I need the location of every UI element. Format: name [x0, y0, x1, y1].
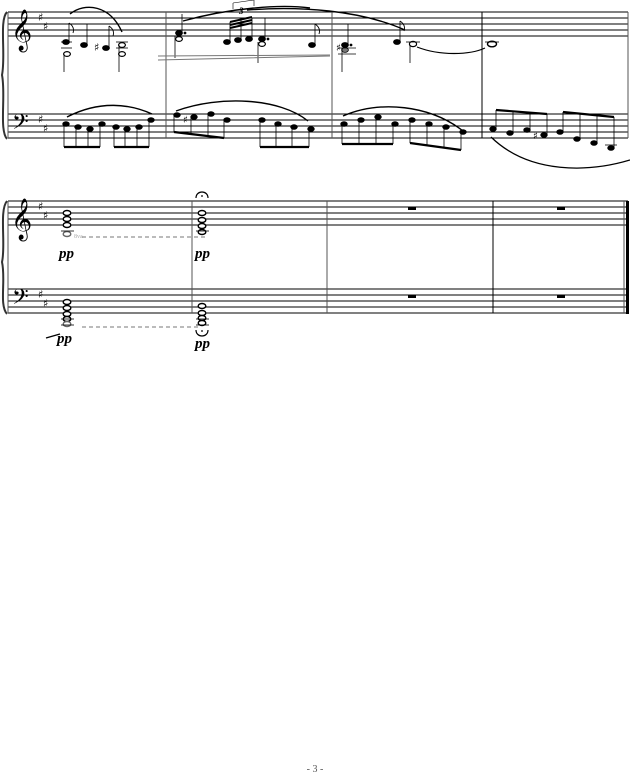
svg-text:8va: 8va [74, 234, 83, 240]
measure-1-treble: ♯ [61, 6, 128, 72]
svg-text:♯: ♯ [533, 131, 538, 142]
system-1: 𝄞 𝄢 ♯ ♯ ♯ ♯ ♯ [0, 0, 630, 169]
measure-4-treble [485, 40, 499, 48]
whole-rest-icon [557, 207, 565, 210]
treble-clef-icon: 𝄞 [11, 198, 32, 241]
treble-staff-lines [8, 11, 628, 37]
treble-clef-icon: 𝄞 [11, 9, 32, 52]
fermata-icon [195, 191, 209, 199]
bass-clef-icon: 𝄢 [12, 285, 29, 315]
svg-text:♯: ♯ [94, 41, 99, 54]
key-signature-sharps-icon: ♯ [43, 122, 48, 135]
system-2: 𝄞 𝄢 ♯ ♯ ♯ ♯ 8va pp pp [0, 191, 629, 352]
tuplet-bracket: 3 [232, 0, 255, 16]
measure-1-bass [62, 104, 155, 149]
key-signature-sharps-icon: ♯ [38, 200, 43, 213]
dynamic-pp: pp [193, 246, 211, 262]
fermata-icon [195, 329, 209, 337]
page-number: - 3 - [306, 764, 324, 775]
measure-2-treble: 3 [157, 0, 406, 63]
barlines [7, 201, 625, 313]
measure-6 [195, 191, 209, 337]
key-signature-sharps-icon: ♯ [38, 288, 43, 301]
tuplet-label: 3 [238, 6, 244, 16]
key-signature-sharps-icon: ♯ [38, 11, 43, 24]
measure-3-treble: ♯ [336, 20, 486, 72]
whole-rest-icon [408, 207, 416, 210]
brace-icon [0, 200, 8, 315]
key-signature-sharps-icon: ♯ [43, 20, 48, 33]
bass-staff-lines [8, 288, 628, 314]
dynamic-pp: pp [193, 336, 211, 352]
measure-5: 8va [45, 209, 205, 339]
svg-text:♯: ♯ [183, 115, 188, 126]
measure-3-bass [340, 106, 467, 152]
dynamic-pp: pp [55, 331, 73, 347]
brace-icon [0, 11, 8, 140]
svg-text:♯: ♯ [336, 43, 341, 54]
measure-4-bass: ♯ [489, 108, 630, 169]
final-barline [626, 201, 629, 314]
treble-staff-lines [8, 200, 628, 226]
barlines [7, 12, 629, 138]
measure-2-bass: ♯ [173, 100, 315, 149]
whole-rest-icon [408, 295, 416, 298]
key-signature-sharps-icon: ♯ [43, 209, 48, 222]
bass-clef-icon: 𝄢 [12, 110, 29, 140]
key-signature-sharps-icon: ♯ [43, 297, 48, 310]
key-signature-sharps-icon: ♯ [38, 113, 43, 126]
dynamic-pp: pp [57, 246, 75, 262]
whole-rest-icon [557, 295, 565, 298]
